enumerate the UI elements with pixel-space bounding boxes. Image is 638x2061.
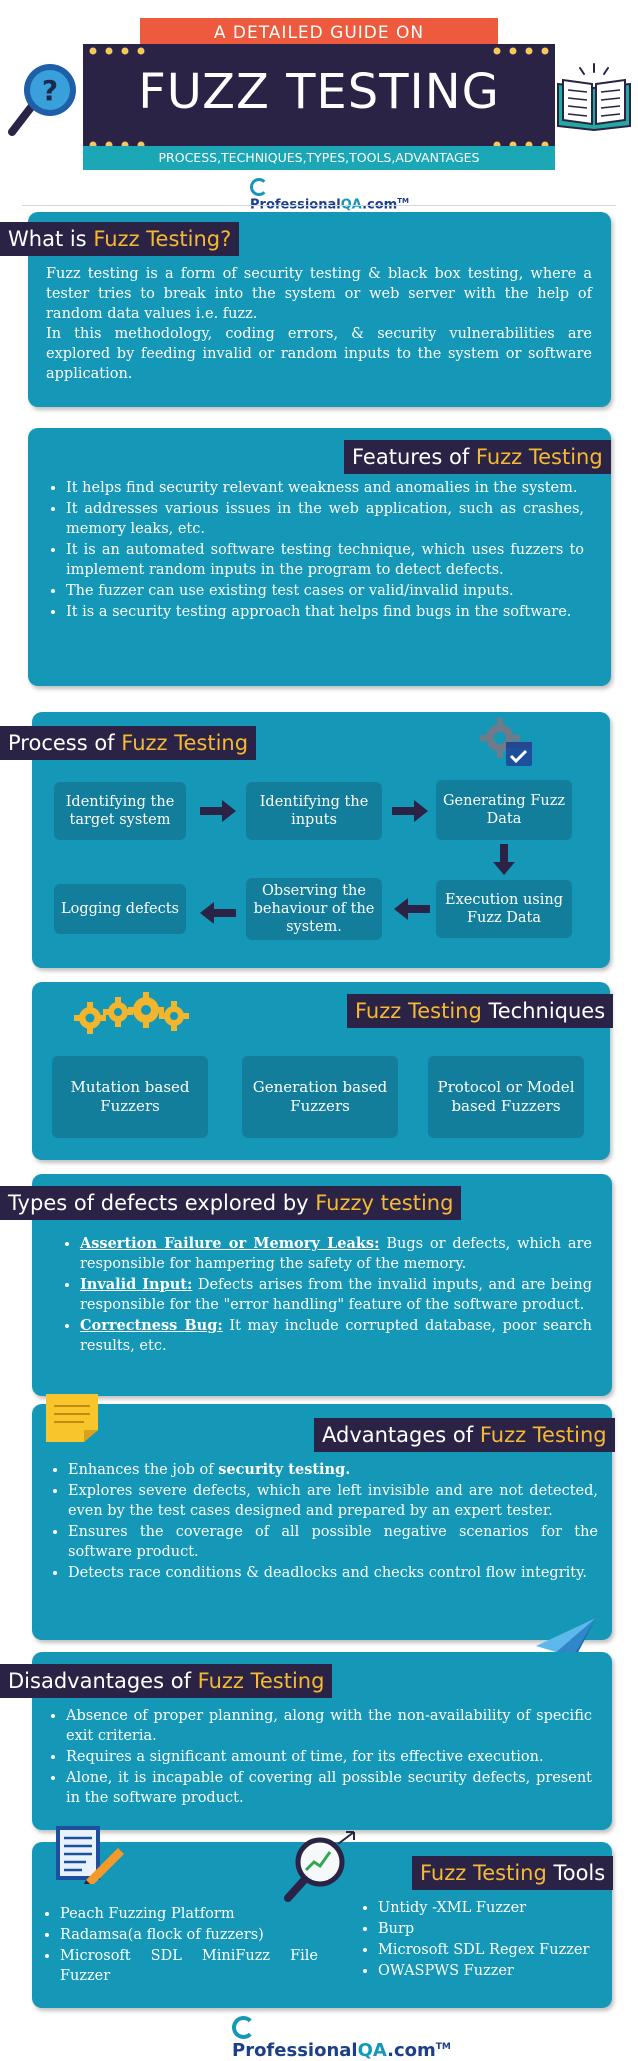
banner-dots-top [83,42,555,55]
process-step-5: Observing the behaviour of the system. [246,878,382,940]
list-item: Explores severe defects, which are left … [68,1481,598,1521]
list-item: Requires a significant amount of time, f… [66,1747,592,1767]
search-chart-icon [282,1830,362,1902]
defects-body: Assertion Failure or Memory Leaks: Bugs … [58,1234,592,1357]
document-pencil-icon [52,1824,124,1886]
list-item: It addresses various issues in the web a… [66,499,584,539]
what-paragraph-1: Fuzz testing is a form of security testi… [46,266,592,322]
list-item: It is a security testing approach that h… [66,602,584,622]
tools-left-list: Peach Fuzzing Platform Radamsa(a flock o… [38,1904,318,1987]
what-body: Fuzz testing is a form of security testi… [46,264,592,384]
brand-logo-bottom: ProfessionalQA.comTM [232,2016,451,2061]
list-item: Invalid Input: Defects arises from the i… [80,1275,592,1315]
what-paragraph-2: In this methodology, coding errors, & se… [46,326,592,382]
disadvantages-body: Absence of proper planning, along with t… [44,1706,592,1809]
list-item: Peach Fuzzing Platform [60,1904,318,1924]
arrow-down-icon [491,844,517,880]
sticky-note-icon [44,1390,100,1444]
list-item: Alone, it is incapable of covering all p… [66,1768,592,1808]
process-step-3: Generating Fuzz Data [436,780,572,840]
divider [22,205,616,206]
brand-logo-mark-icon [232,2016,255,2039]
banner-title: FUZZ TESTING [138,64,500,120]
list-item: Radamsa(a flock of fuzzers) [60,1925,318,1945]
techniques-header: Fuzz Testing Techniques [347,994,614,1028]
features-body: It helps find security relevant weakness… [44,478,584,623]
open-book-icon [554,58,634,138]
gear-calendar-icon [480,716,536,768]
gears-icon [72,990,192,1040]
list-item: Assertion Failure or Memory Leaks: Bugs … [80,1234,592,1274]
technique-protocol: Protocol or Model based Fuzzers [428,1056,584,1138]
list-item: Microsoft SDL Regex Fuzzer [378,1940,606,1960]
banner-title-box: FUZZ TESTING [83,42,555,149]
banner-subtitle: PROCESS,TECHNIQUES,TYPES,TOOLS,ADVANTAGE… [83,146,555,170]
arrow-right-icon [200,798,238,828]
svg-text:?: ? [42,74,58,107]
tools-right-list: Untidy -XML Fuzzer Burp Microsoft SDL Re… [356,1898,606,1982]
list-item: Detects race conditions & deadlocks and … [68,1563,598,1583]
features-header: Features of Fuzz Testing [344,440,611,474]
arrow-left-icon [392,896,430,926]
what-header: What is Fuzz Testing? [0,222,240,256]
list-item: OWASPWS Fuzzer [378,1961,606,1981]
process-step-6: Logging defects [54,884,186,934]
list-item: Absence of proper planning, along with t… [66,1706,592,1746]
process-step-4: Execution using Fuzz Data [436,880,572,938]
question-magnifier-icon: ? [4,60,84,140]
list-item: Burp [378,1919,606,1939]
defects-header: Types of defects explored by Fuzzy testi… [0,1186,462,1220]
advantages-header: Advantages of Fuzz Testing [314,1418,615,1452]
brand-logo-top: ProfessionalQA.comTM [250,178,409,212]
list-item: It helps find security relevant weakness… [66,478,584,498]
list-item: The fuzzer can use existing test cases o… [66,581,584,601]
process-step-2: Identifying the inputs [246,782,382,840]
list-item: Correctness Bug: It may include corrupte… [80,1316,592,1356]
arrow-left-icon [198,900,236,930]
disadvantages-header: Disadvantages of Fuzz Testing [0,1664,333,1698]
banner-top-label: A DETAILED GUIDE ON [140,18,498,48]
technique-mutation: Mutation based Fuzzers [52,1056,208,1138]
list-item: It is an automated software testing tech… [66,540,584,580]
process-step-1: Identifying the target system [54,782,186,840]
brand-logo-mark-icon [250,178,268,196]
tools-header: Fuzz Testing Tools [412,1856,614,1890]
process-header: Process of Fuzz Testing [0,726,257,760]
list-item: Untidy -XML Fuzzer [378,1898,606,1918]
advantages-body: Enhances the job of security testing. Ex… [46,1460,598,1584]
arrow-right-icon [392,798,430,828]
list-item: Enhances the job of security testing. [68,1460,598,1480]
list-item: Microsoft SDL MiniFuzz File Fuzzer [60,1946,318,1986]
list-item: Ensures the coverage of all possible neg… [68,1522,598,1562]
technique-generation: Generation based Fuzzers [242,1056,398,1138]
